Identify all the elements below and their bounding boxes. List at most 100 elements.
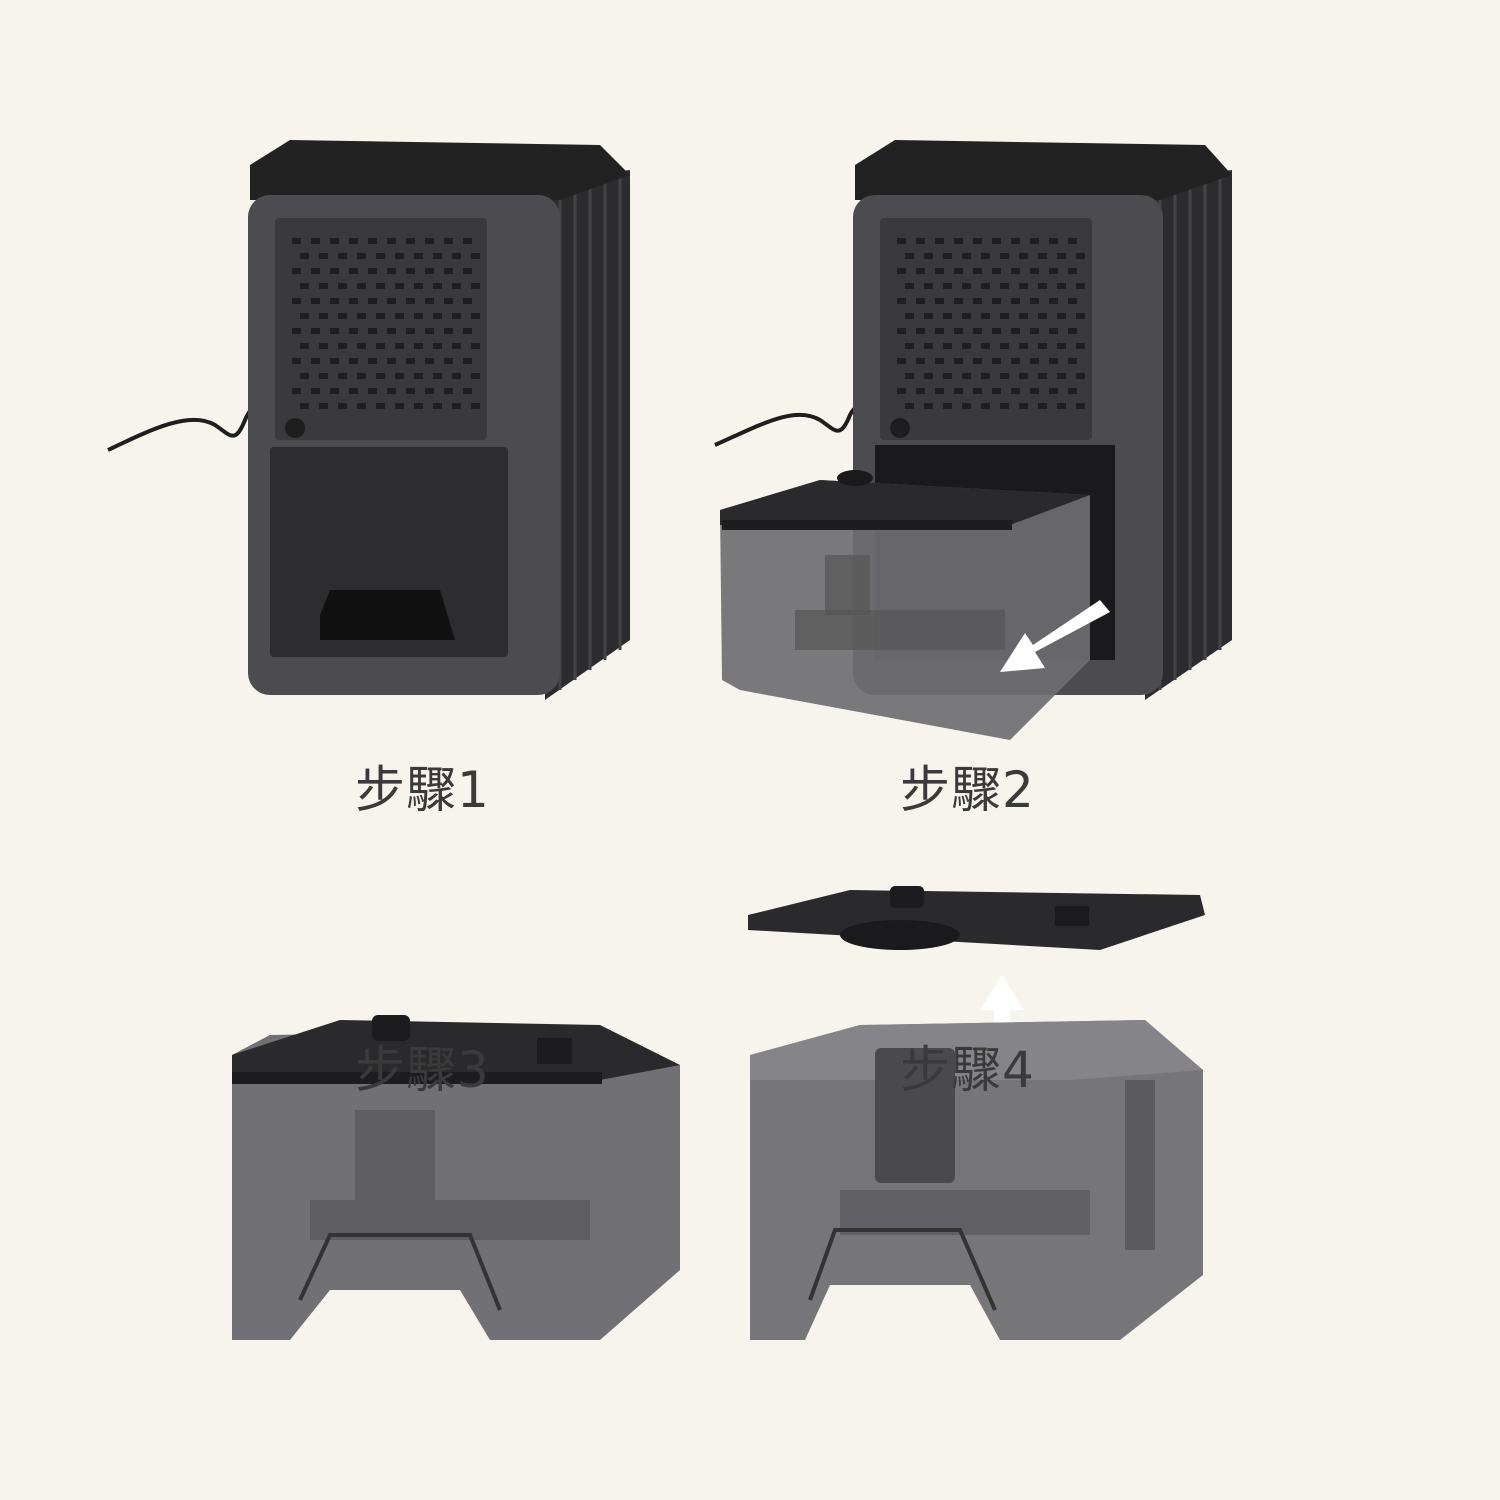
grill-hole [924, 253, 933, 259]
grill-hole [414, 313, 423, 319]
cord-knob [890, 418, 910, 438]
grill-hole [330, 358, 339, 364]
grill-hole [1011, 328, 1020, 334]
grill-hole [943, 403, 952, 409]
grill-hole [444, 238, 453, 244]
grill-hole [897, 268, 906, 274]
grill-hole [300, 403, 309, 409]
cord-knob [285, 418, 305, 438]
grill-hole [433, 283, 442, 289]
grill-hole [992, 238, 1001, 244]
grill-hole [897, 358, 906, 364]
step-2-label: 步驟2 [900, 761, 1035, 819]
grill-hole [905, 373, 914, 379]
grill-hole [905, 313, 914, 319]
step-1-panel: 步驟1 [0, 0, 750, 819]
grill-hole [376, 313, 385, 319]
lid-clip [537, 1038, 572, 1064]
grill-hole [376, 253, 385, 259]
grill-hole [973, 298, 982, 304]
grill-hole [406, 238, 415, 244]
grill-hole [471, 283, 480, 289]
grill-hole [1049, 328, 1058, 334]
grill-hole [981, 403, 990, 409]
grill-hole [300, 343, 309, 349]
lid-clip [1055, 906, 1089, 926]
grill-hole [471, 313, 480, 319]
grill-hole [954, 268, 963, 274]
grill-hole [1049, 268, 1058, 274]
grill-hole [992, 268, 1001, 274]
grill-hole [962, 283, 971, 289]
grill-hole [357, 373, 366, 379]
grill-hole [897, 328, 906, 334]
grill-hole [973, 328, 982, 334]
grill-hole [349, 388, 358, 394]
grill-hole [300, 313, 309, 319]
grill-hole [1038, 403, 1047, 409]
grill-hole [433, 403, 442, 409]
lid-knob [890, 886, 924, 908]
grill-hole [916, 328, 925, 334]
grill-hole [1057, 253, 1066, 259]
grill-hole [414, 343, 423, 349]
grill-hole [444, 268, 453, 274]
grill-hole [935, 328, 944, 334]
tank-pullout-illustration [714, 140, 1232, 740]
grill-hole [981, 343, 990, 349]
grill-hole [463, 328, 472, 334]
pulled-tank [720, 470, 1090, 740]
grill-hole [1000, 283, 1009, 289]
grill-hole [1057, 343, 1066, 349]
grill-hole [916, 268, 925, 274]
grill-hole [954, 238, 963, 244]
step-3-label: 步驟3 [355, 1041, 490, 1099]
grill-hole [330, 238, 339, 244]
grill-hole [300, 373, 309, 379]
grill-hole [1030, 358, 1039, 364]
grill-hole [387, 358, 396, 364]
grill-hole [406, 298, 415, 304]
grill-hole [357, 313, 366, 319]
grill-hole [311, 328, 320, 334]
pull-out-arrow [1000, 600, 1110, 672]
grill-hole [1011, 268, 1020, 274]
grill-hole [319, 253, 328, 259]
grill-hole [992, 298, 1001, 304]
grill-hole [916, 238, 925, 244]
grill-hole [444, 298, 453, 304]
grill-hole [943, 313, 952, 319]
grill-hole [924, 343, 933, 349]
grill-hole [368, 268, 377, 274]
grill-hole [395, 253, 404, 259]
grill-hole [387, 328, 396, 334]
grill-hole [387, 388, 396, 394]
grill-hole [319, 373, 328, 379]
grill-hole [1068, 298, 1077, 304]
grill-hole [1000, 253, 1009, 259]
grill-hole [1019, 373, 1028, 379]
grill-hole [349, 298, 358, 304]
grill-hole [962, 313, 971, 319]
grill-hole [897, 298, 906, 304]
grill-hole [943, 373, 952, 379]
grill-hole [452, 283, 461, 289]
grill-hole [992, 388, 1001, 394]
grill-hole [1019, 313, 1028, 319]
grill-hole [319, 313, 328, 319]
grill-hole [924, 313, 933, 319]
grill-hole [1011, 358, 1020, 364]
tank-with-lid-illustration [232, 1015, 680, 1340]
grill-hole [1000, 313, 1009, 319]
grill-hole [349, 238, 358, 244]
grill-hole [425, 238, 434, 244]
grill-hole [905, 403, 914, 409]
side-fins [545, 170, 630, 700]
grill-hole [376, 283, 385, 289]
grill-hole [292, 268, 301, 274]
grill-hole [338, 373, 347, 379]
grill-hole [330, 388, 339, 394]
grill-hole [973, 388, 982, 394]
open-water-tank [750, 1020, 1203, 1340]
grill-hole [311, 358, 320, 364]
